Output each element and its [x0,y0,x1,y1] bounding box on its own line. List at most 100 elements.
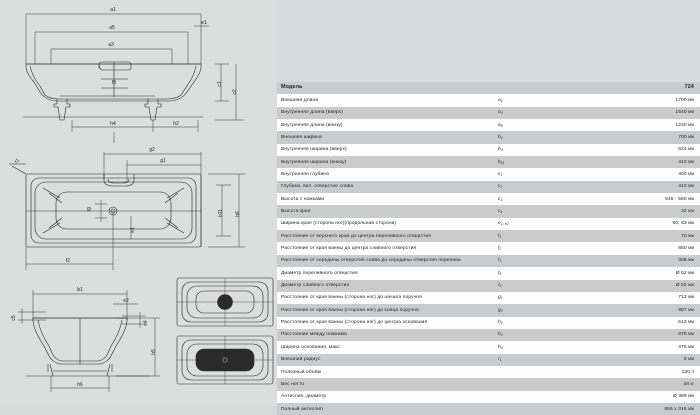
spec-value: Ø 389 мм [672,393,694,400]
dim-g1: g1 [160,158,166,164]
spec-symbol: g2 [498,307,503,313]
spec-label: Внешняя длина [281,97,319,103]
dim-r1: r1 [14,157,21,165]
spec-symbol: e1; e2 [498,221,509,227]
spec-symbol: r1 [498,357,502,363]
dim-f2: f2 [66,258,70,264]
spec-symbol: c3 [498,196,503,202]
spec-label: Расстояние от края ванны (сторона ног) д… [281,307,419,313]
spec-value: 32 мм [681,208,694,215]
dim-a3: a3 [108,42,114,48]
spec-value: Ø 52 мм [675,282,694,289]
spec-symbol: b11 [498,159,505,165]
table-row: Расстояние от середины отверстия слива д… [277,254,700,268]
spec-label: Внутренняя длина (вверх) [281,110,343,116]
spec-value: 130 л [681,368,694,375]
spec-symbol [494,391,590,403]
spec-label: Внутренняя ширина (вверх) [281,147,347,153]
spec-label: Внешний радиус [281,357,321,363]
spec-label: Антислип, диаметр [281,394,327,400]
dim-b11: b11 [218,209,224,217]
table-row: Внешний радиус r1 8 мм [277,353,700,366]
spec-label: Внутренняя длина (внизу) [281,122,343,128]
spec-symbol [494,403,590,415]
spec-symbol [494,366,590,378]
spec-value: 400 мм [678,171,694,177]
table-row: Расстояние от верхнего края до центра пе… [277,230,700,243]
dim-a1: a1 [110,7,116,13]
spec-label: Ширина основания, макс. [281,344,342,350]
spec-label: Расстояние от края ванны (сторона ног) д… [281,295,422,301]
spec-value: 545 - 580 мм [665,195,694,202]
spec-value: 70 мм [681,232,694,239]
dim-a5: a5 [109,25,115,31]
spec-value: 8 мм [683,356,694,363]
spec-value: 513 мм [678,319,694,326]
dim-c1: c1 [217,81,223,87]
dim-e1: e1 [201,20,207,26]
spec-label: Полный антислип [281,406,323,412]
spec-symbol: f1 [498,233,502,239]
table-row: Высота с ножками c3 545 - 580 мм [277,193,700,206]
spec-symbol: f9 [498,283,502,289]
dim-h5: h5 [151,349,157,355]
technical-drawings-panel: a1 a5 a3 e1 f3 h4 h2 c1 c2 [0,0,276,406]
spec-value: Ø 52 мм [675,269,694,276]
spec-label: Глубина, вкл. отверстие слива [281,184,354,190]
end-section-and-details: b1 e2 c5 c4 h5 h6 [0,276,276,406]
spec-value: 713 мм [678,294,694,301]
table-row: Диаметр переливного отверстия f8 Ø 52 мм [277,267,700,280]
dim-c2: c2 [232,89,238,95]
spec-value: 1540 мм [675,109,694,116]
spec-label: Расстояние от края ванны (сторона ног) д… [281,320,428,326]
spec-label: Диаметр переливного отверстия [281,270,358,276]
spec-label: Расстояние от края ванны до центра сливн… [281,246,417,252]
header-symbol-cell [494,82,590,94]
spec-value: 850 мм [678,245,694,252]
spec-label: Высота края [281,209,311,215]
top-plan-view: g2 g1 r1 f9 e1 b11 b6 f2 [0,146,276,276]
spec-label: Вес нетто [281,381,305,387]
dim-f3: f3 [112,80,116,86]
spec-symbol: a1 [498,97,503,103]
spec-label: Ширина края (сторона ног)(продольная сто… [281,221,397,227]
spec-value: 700 мм [678,133,694,140]
spec-value: 410 мм [678,183,694,190]
dim-b6: b6 [235,211,241,217]
table-row: Внутренняя ширина (внизу) b11 410 мм [277,156,700,169]
table-row: Антислип, диаметр Ø 389 мм [277,390,700,403]
spec-label: Внешняя ширина [281,134,322,140]
spec-symbol: c4 [498,209,503,215]
dim-h6: h6 [77,382,83,388]
spec-value: 410 мм [678,158,694,165]
spec-value: 1700 мм [675,96,694,103]
spec-symbol: b4 [498,147,503,153]
table-row: Расстояние от края ванны (сторона ног) д… [277,316,700,329]
spec-label: Внутренняя ширина (внизу) [281,159,347,165]
dim-e2: e2 [123,298,129,304]
spec-value: 80; 63 мм [672,220,694,227]
table-row: Внешняя длина a1 1700 мм [277,94,700,107]
table-row: Внутренняя длина (вверх) a4 1540 мм [277,106,700,120]
table-row: Расстояние от края ванны (сторона ног) д… [277,304,700,317]
spec-symbol: f8 [498,270,502,276]
spec-label: Расстояние от середины отверстия слива д… [281,258,461,264]
spec-label: Расстояние между ножками [281,332,347,338]
dim-c5: c5 [11,315,17,321]
side-elevation-view: a1 a5 a3 e1 f3 h4 h2 c1 c2 [0,0,276,146]
spec-symbol: a5 [498,122,503,128]
table-row: Расстояние от края ванны до центра сливн… [277,242,700,255]
spec-value: 475 мм [678,343,694,350]
dim-f9: f9 [87,207,93,211]
spec-symbol: a4 [498,110,503,116]
spec-value: 675 мм [678,331,694,338]
spec-label: Высота с ножками [281,196,325,202]
